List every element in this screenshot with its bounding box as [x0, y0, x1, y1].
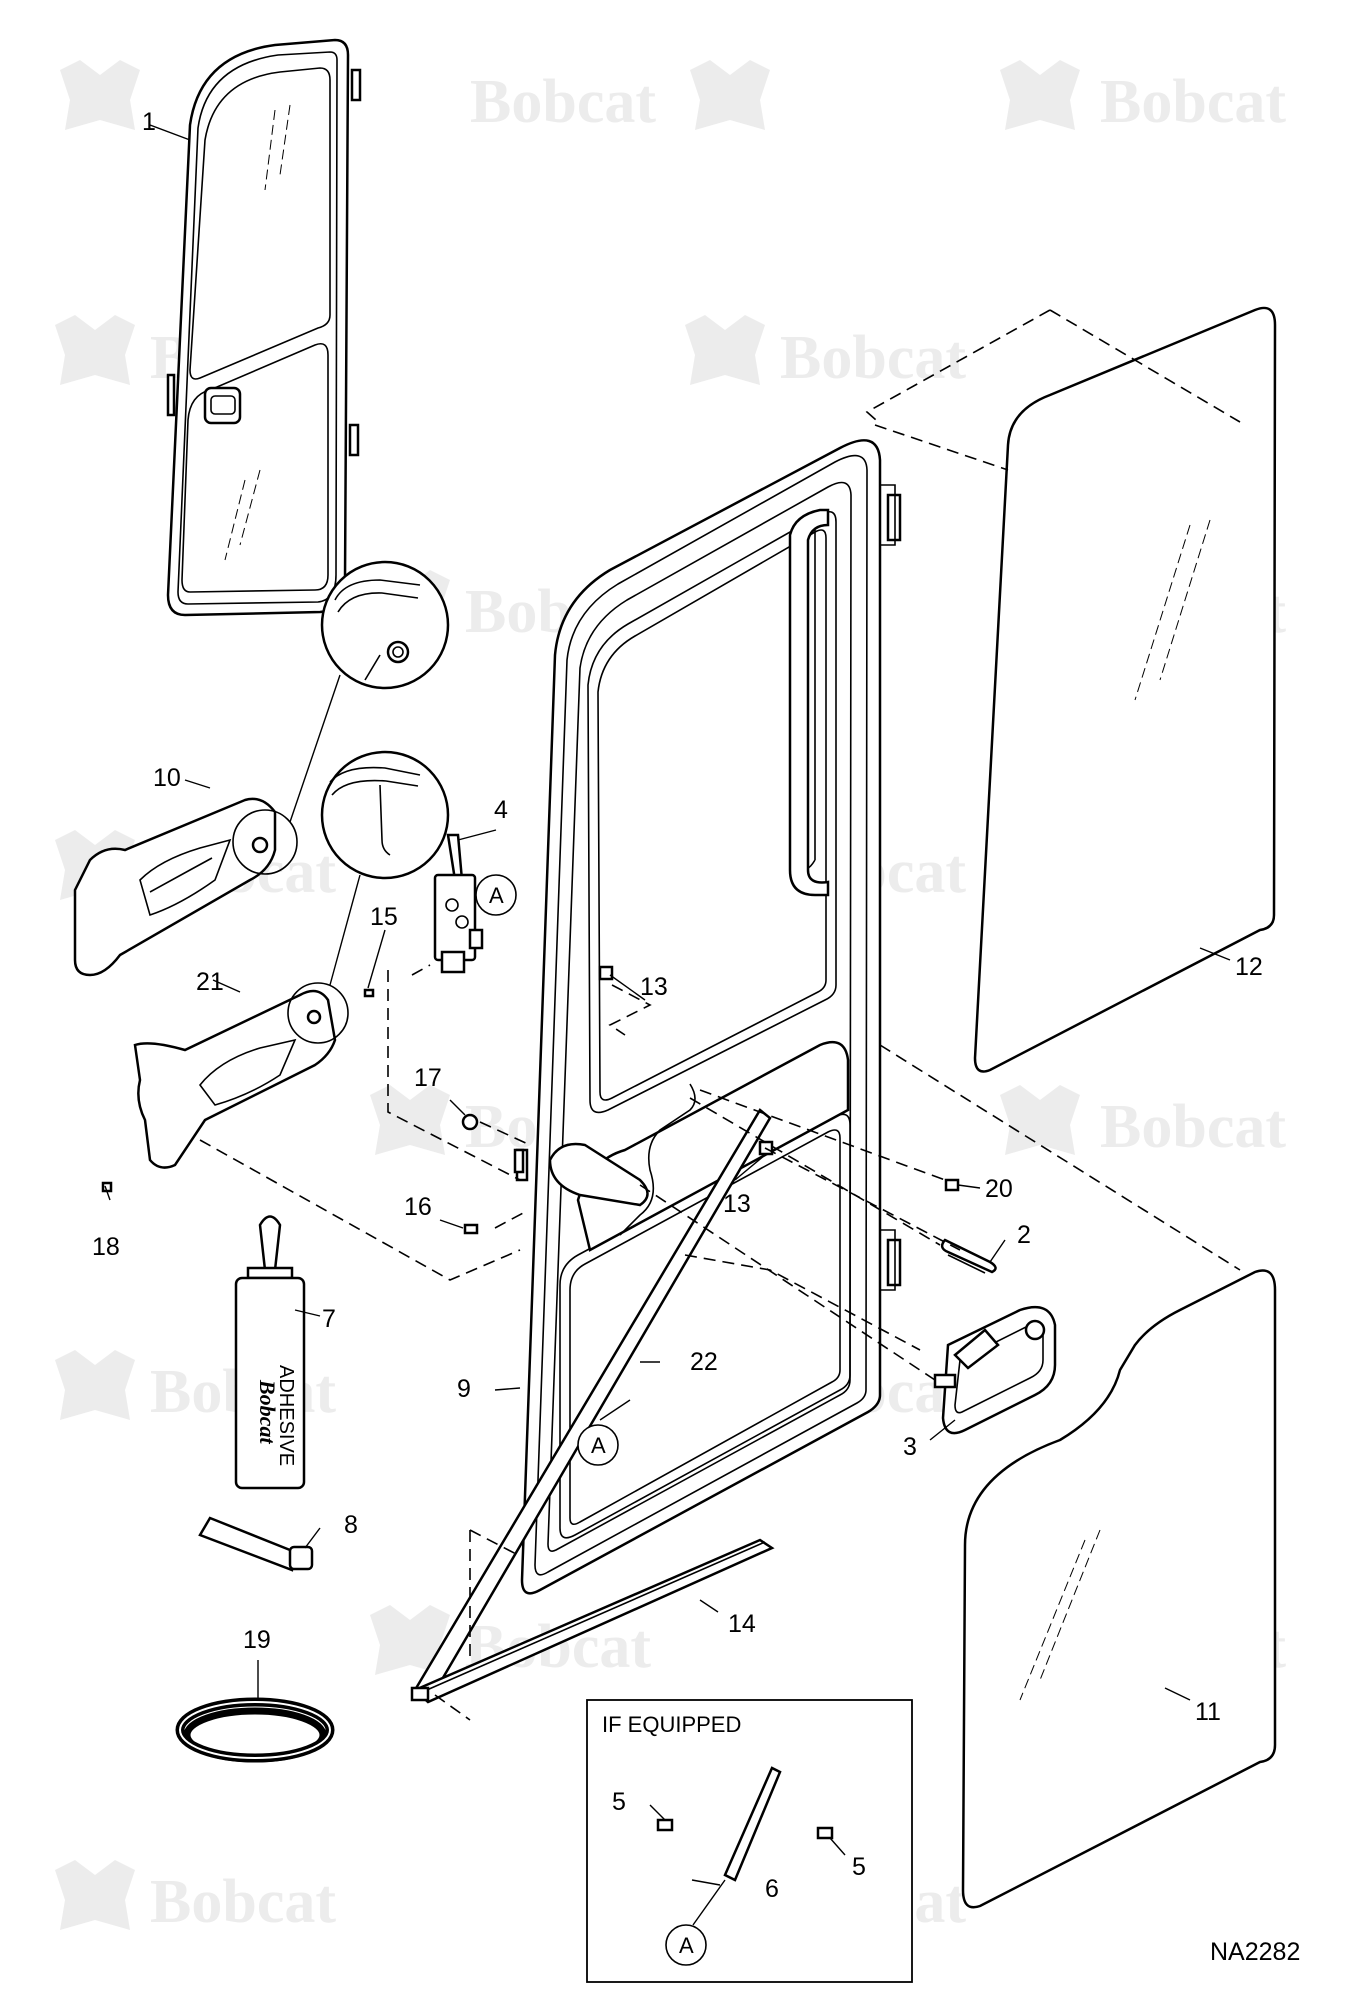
door-latch	[433, 833, 484, 974]
complete-door-assembly	[166, 38, 362, 617]
upper-glass-panel	[973, 306, 1277, 1073]
svg-text:Bobcat: Bobcat	[1100, 1093, 1286, 1161]
callout-a-inset	[665, 1924, 707, 1966]
part-number-17: 17	[414, 1064, 442, 1092]
lower-trim-panel	[133, 989, 337, 1169]
part-number-19: 19	[243, 1626, 271, 1654]
inset-title: IF EQUIPPED	[602, 1712, 741, 1737]
part-number-16: 16	[404, 1193, 432, 1221]
part-number-4: 4	[494, 796, 508, 824]
callout-a-latch	[475, 874, 517, 916]
leader-lines	[104, 124, 1231, 1701]
assembly-lines	[199, 309, 1241, 1721]
part-number-21: 21	[196, 968, 224, 996]
part-number-15: 15	[370, 903, 398, 931]
part-number-13a: 13	[640, 973, 668, 1001]
part-number-12: 12	[1235, 953, 1263, 981]
part-number-5b: 5	[852, 1853, 866, 1881]
callout-a-inset-label: A	[679, 1933, 694, 1958]
washer-17	[461, 1113, 479, 1131]
wire-22	[619, 1083, 696, 1236]
detail-magnifier-lower	[287, 750, 450, 1044]
svg-text:Bobcat: Bobcat	[1100, 68, 1286, 136]
part-number-1: 1	[142, 108, 156, 136]
part-numbers: 1 10 21 4 15 13 17 16 18 13 20 2 7 22 9 …	[92, 108, 1300, 1966]
part-number-18: 18	[92, 1233, 120, 1261]
striker-bracket	[513, 1148, 525, 1174]
callout-a-latch-label: A	[489, 883, 504, 908]
svg-text:Bobcat: Bobcat	[780, 324, 966, 392]
part-number-2: 2	[1017, 1221, 1031, 1249]
part-number-14: 14	[728, 1610, 756, 1638]
part-number-20: 20	[985, 1175, 1013, 1203]
detail-magnifier-upper	[232, 560, 450, 875]
part-number-13b: 13	[723, 1190, 751, 1218]
adhesive-brand: Bobcat	[255, 1379, 280, 1444]
screw-20	[944, 1178, 960, 1192]
svg-text:Bobcat: Bobcat	[470, 68, 656, 136]
if-equipped-inset: IF EQUIPPED	[586, 1699, 913, 1983]
adhesive-label: ADHESIVE	[275, 1365, 297, 1466]
diagram-id: NA2282	[1210, 1938, 1300, 1966]
bottom-seal-strip	[410, 1108, 775, 1704]
part-number-6: 6	[765, 1875, 779, 1903]
svg-text:Bobcat: Bobcat	[150, 1868, 336, 1936]
part-number-22: 22	[690, 1348, 718, 1376]
part-number-11: 11	[1195, 1698, 1221, 1726]
nut-13a	[598, 965, 614, 981]
part-number-5a: 5	[612, 1788, 626, 1816]
adhesive-tube: Bobcat ADHESIVE	[234, 1215, 306, 1490]
part-number-8: 8	[344, 1511, 358, 1539]
exterior-door-handle	[933, 1305, 1057, 1435]
detail-callouts: A A A	[475, 874, 707, 1966]
callout-a-wire-label: A	[591, 1433, 606, 1458]
sealant-tube	[198, 1516, 314, 1572]
part-number-7: 7	[322, 1305, 336, 1333]
coiled-seal	[175, 1697, 335, 1763]
screw-15	[363, 988, 375, 998]
callout-a-wire	[577, 1424, 619, 1466]
hardware-fasteners	[101, 965, 960, 1236]
door-frame	[515, 439, 902, 1595]
bolt-16	[463, 1223, 479, 1235]
upper-trim-panel	[73, 797, 277, 977]
part-number-9: 9	[457, 1375, 471, 1403]
part-number-10: 10	[153, 764, 181, 792]
lower-glass-panel	[961, 1269, 1277, 1909]
part-number-3: 3	[903, 1433, 917, 1461]
